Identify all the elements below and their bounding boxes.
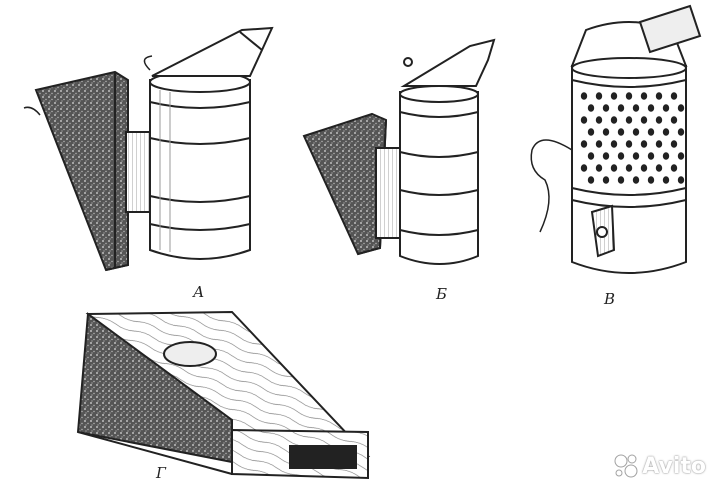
perforation-hole xyxy=(625,92,633,100)
label-b: Б xyxy=(436,285,448,303)
perforation-hole xyxy=(602,128,610,136)
perforation-hole xyxy=(655,92,663,100)
perforation-hole xyxy=(625,140,633,148)
perforation-hole xyxy=(640,140,648,148)
watermark-text: Avito xyxy=(642,453,706,479)
perforation-hole xyxy=(595,140,603,148)
perforation-hole xyxy=(580,140,588,148)
perforation-hole xyxy=(610,116,618,124)
perforation-hole xyxy=(670,140,678,148)
perforation-hole xyxy=(640,92,648,100)
perforation-hole xyxy=(647,152,655,160)
perforation-hole xyxy=(677,128,685,136)
smoker-v xyxy=(530,4,702,274)
perforation-hole xyxy=(662,104,670,112)
perforation-hole xyxy=(602,104,610,112)
perforation-hole xyxy=(640,164,648,172)
perforation-hole xyxy=(610,140,618,148)
perforation-hole xyxy=(655,140,663,148)
perforation-hole xyxy=(647,128,655,136)
perforation-hole xyxy=(677,104,685,112)
perforation-hole xyxy=(610,164,618,172)
perforation-hole xyxy=(655,116,663,124)
perforation-hole xyxy=(617,152,625,160)
perforation-hole xyxy=(617,128,625,136)
avito-watermark: Avito xyxy=(613,453,706,479)
perforation-hole xyxy=(602,176,610,184)
perforation-hole xyxy=(662,152,670,160)
perforation-hole xyxy=(625,116,633,124)
perforation-hole xyxy=(587,104,595,112)
perforation-hole xyxy=(670,116,678,124)
perforation-hole xyxy=(595,92,603,100)
perforation-hole xyxy=(632,128,640,136)
perforation-hole xyxy=(632,176,640,184)
bellows-g xyxy=(76,310,371,480)
perforation-hole xyxy=(580,116,588,124)
perforation-hole xyxy=(670,92,678,100)
perforation-hole xyxy=(617,104,625,112)
label-a: А xyxy=(193,283,205,301)
perforation-hole xyxy=(647,104,655,112)
perforation-hole xyxy=(587,152,595,160)
perforation-hole xyxy=(580,92,588,100)
perforation-hole xyxy=(595,164,603,172)
smoker-a xyxy=(23,26,274,272)
avito-logo-icon xyxy=(614,454,638,478)
perforation-hole xyxy=(595,116,603,124)
perforation-hole xyxy=(617,176,625,184)
label-v: В xyxy=(604,290,616,308)
perforation-hole xyxy=(632,104,640,112)
perforation-hole xyxy=(632,152,640,160)
perforation-hole xyxy=(610,92,618,100)
perforation-hole xyxy=(670,164,678,172)
perforation-hole xyxy=(662,128,670,136)
smoker-b xyxy=(302,38,496,265)
perforation-hole xyxy=(587,176,595,184)
label-g: Г xyxy=(156,464,166,482)
perforation-hole xyxy=(580,164,588,172)
perforation-hole xyxy=(647,176,655,184)
perforation-hole xyxy=(640,116,648,124)
perforation-hole xyxy=(655,164,663,172)
perforation-hole xyxy=(662,176,670,184)
perforation-hole xyxy=(677,176,685,184)
perforation-hole xyxy=(587,128,595,136)
perforation-hole xyxy=(677,152,685,160)
perforation-hole xyxy=(602,152,610,160)
perforation-hole xyxy=(625,164,633,172)
